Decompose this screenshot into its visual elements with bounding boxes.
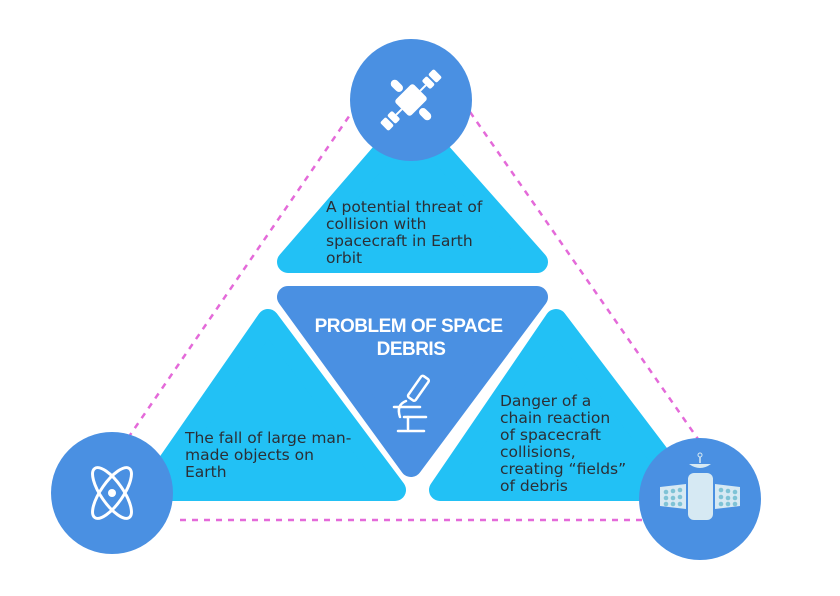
right-description: Danger of a chain reaction of spacecraft…	[500, 392, 631, 495]
right-triangle	[429, 309, 696, 501]
space-station-icon	[660, 452, 740, 520]
dashed-outline	[126, 111, 702, 522]
atom-icon	[91, 466, 133, 520]
top-triangle	[277, 109, 548, 273]
top-description: A potential threat of collision with spa…	[326, 198, 487, 267]
center-triangle	[277, 286, 548, 477]
satellite-icon	[380, 69, 442, 131]
left-triangle	[139, 309, 406, 501]
diagram-title: PROBLEM OF SPACE DEBRIS	[315, 316, 508, 360]
left-description: The fall of large man- made objects on E…	[184, 429, 356, 481]
microscope-icon	[392, 374, 431, 433]
